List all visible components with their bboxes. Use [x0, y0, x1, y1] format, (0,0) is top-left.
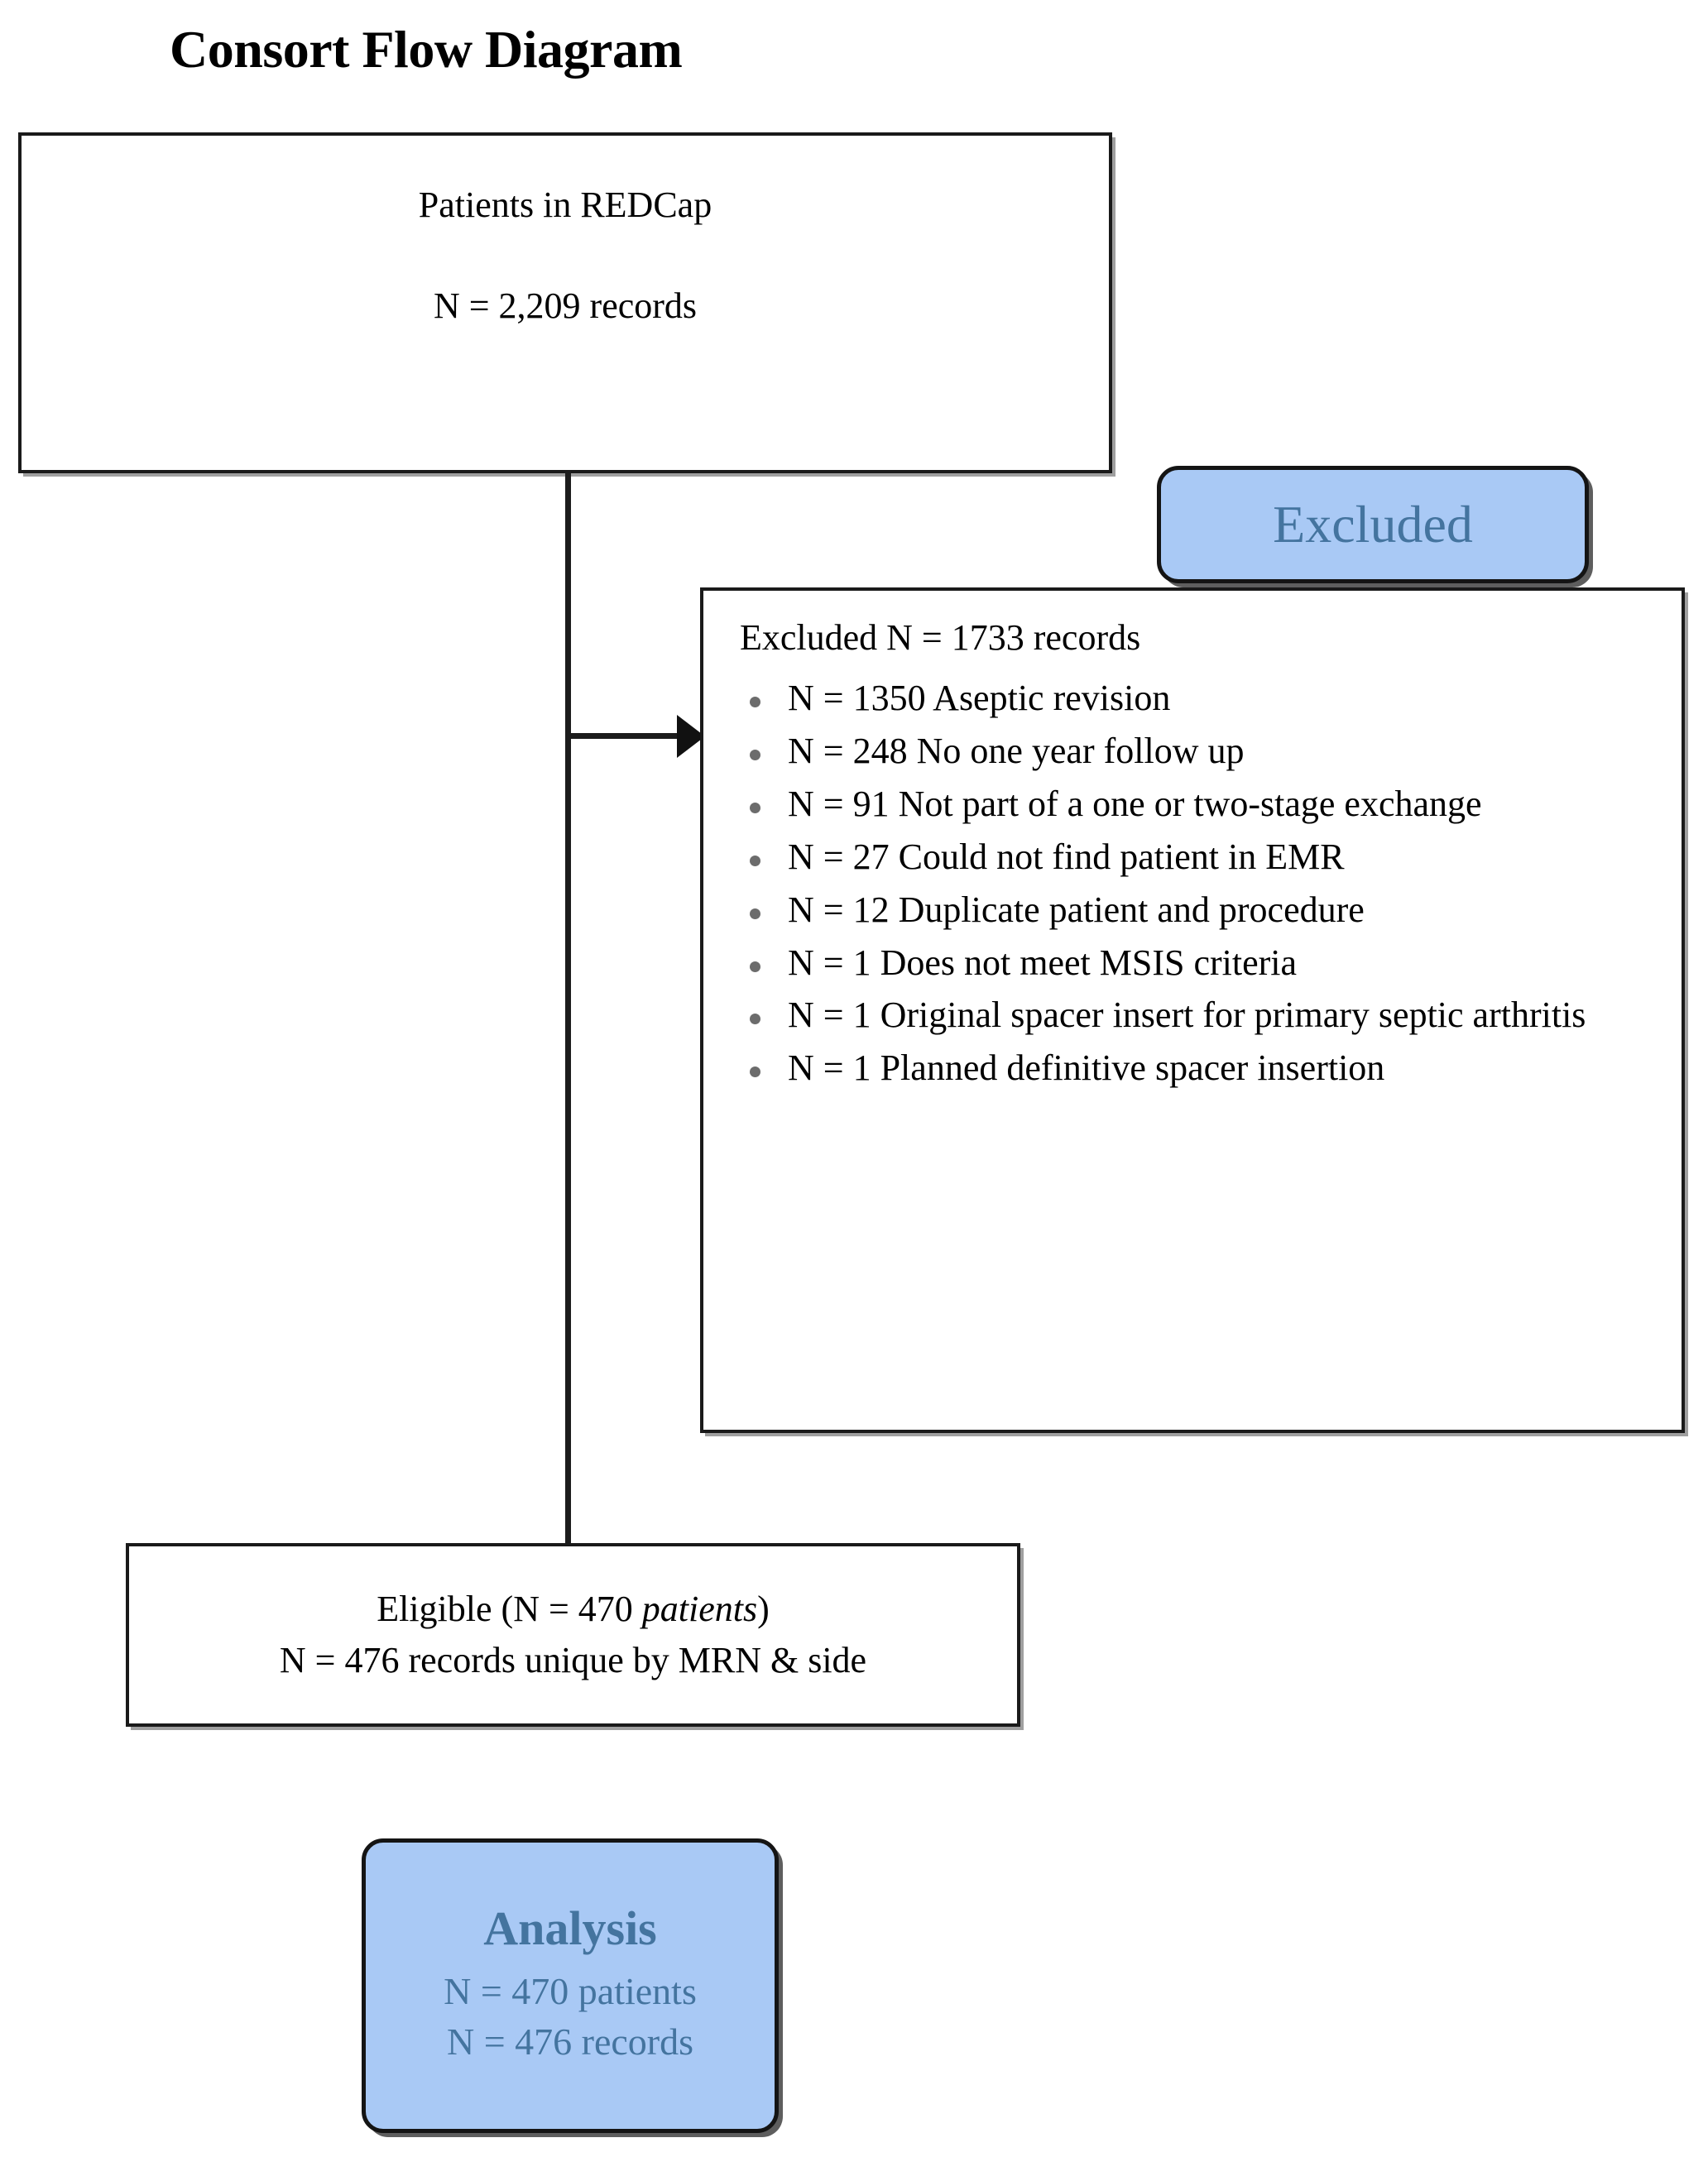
badge-analysis-patients: N = 470 patients — [444, 1969, 697, 2012]
connector-horizontal-to-excluded — [565, 733, 681, 739]
excluded-reason-text: N = 1 Planned definitive spacer insertio… — [788, 1047, 1385, 1089]
node-eligible-records: N = 476 records unique by MRN & side — [279, 1640, 867, 1681]
page-title: Consort Flow Diagram — [170, 20, 683, 79]
excluded-reason-item: N = 12 Duplicate patient and procedure — [740, 889, 1668, 932]
excluded-reason-item: N = 1350 Aseptic revision — [740, 677, 1668, 720]
bullet-dot-icon — [750, 961, 760, 972]
excluded-reason-item: N = 1 Does not meet MSIS criteria — [740, 942, 1668, 985]
eligible-prefix: Eligible (N = 470 — [377, 1589, 642, 1629]
excluded-reason-list: N = 1350 Aseptic revision N = 248 No one … — [740, 677, 1668, 1100]
badge-excluded: Excluded — [1157, 466, 1589, 583]
bullet-dot-icon — [750, 802, 760, 813]
excluded-reason-text: N = 248 No one year follow up — [788, 730, 1245, 771]
bullet-dot-icon — [750, 1067, 760, 1078]
connector-vertical-trunk — [565, 470, 571, 1546]
eligible-italic-word: patients — [641, 1589, 758, 1629]
node-eligible-patients: Eligible (N = 470 patients) — [129, 1584, 1017, 1635]
bullet-dot-icon — [750, 749, 760, 760]
excluded-reason-item: N = 1 Planned definitive spacer insertio… — [740, 1047, 1668, 1090]
excluded-reason-item: N = 1 Original spacer insert for primary… — [740, 994, 1668, 1037]
badge-analysis-records: N = 476 records — [446, 2020, 694, 2063]
excluded-reason-item: N = 248 No one year follow up — [740, 730, 1668, 773]
node-patients-in-redcap: Patients in REDCap N = 2,209 records — [18, 132, 1112, 473]
excluded-reason-text: N = 27 Could not find patient in EMR — [788, 836, 1345, 877]
excluded-reason-text: N = 1350 Aseptic revision — [788, 678, 1171, 718]
node-eligible-content: Eligible (N = 470 patients) N = 476 reco… — [129, 1584, 1017, 1687]
bullet-dot-icon — [750, 855, 760, 866]
excluded-reason-text: N = 1 Does not meet MSIS criteria — [788, 942, 1298, 983]
node-eligible: Eligible (N = 470 patients) N = 476 reco… — [126, 1543, 1020, 1727]
eligible-suffix: ) — [757, 1589, 770, 1629]
bullet-dot-icon — [750, 1014, 760, 1025]
node-redcap-count: N = 2,209 records — [433, 285, 698, 326]
node-redcap-label: Patients in REDCap — [418, 185, 712, 225]
badge-excluded-label: Excluded — [1273, 495, 1473, 554]
excluded-reason-text: N = 1 Original spacer insert for primary… — [788, 995, 1586, 1036]
badge-analysis: Analysis N = 470 patients N = 476 record… — [362, 1838, 779, 2133]
excluded-reason-text: N = 91 Not part of a one or two-stage ex… — [788, 783, 1482, 824]
excluded-reason-item: N = 27 Could not find patient in EMR — [740, 836, 1668, 879]
node-excluded-details: Excluded N = 1733 records N = 1350 Asept… — [700, 587, 1685, 1433]
excluded-reason-item: N = 91 Not part of a one or two-stage ex… — [740, 783, 1668, 826]
bullet-dot-icon — [750, 908, 760, 919]
badge-analysis-label: Analysis — [483, 1901, 657, 1955]
bullet-dot-icon — [750, 697, 760, 707]
excluded-heading: Excluded N = 1733 records — [740, 617, 1141, 658]
node-redcap-content: Patients in REDCap N = 2,209 records — [22, 187, 1109, 324]
excluded-reason-text: N = 12 Duplicate patient and procedure — [788, 889, 1365, 930]
